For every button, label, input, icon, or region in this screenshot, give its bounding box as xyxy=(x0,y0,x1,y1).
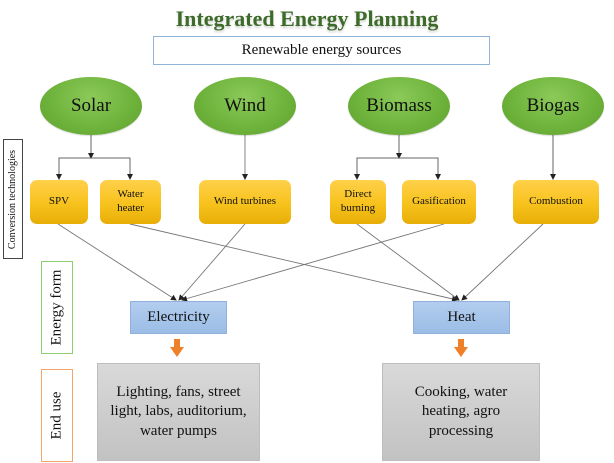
source-biogas: Biogas xyxy=(502,77,604,135)
source-biomass: Biomass xyxy=(348,77,450,135)
connector-water-heater-to-heat xyxy=(129,223,458,302)
down-arrow-icon xyxy=(454,339,468,357)
connector-biomass-to-direct-burning xyxy=(354,157,399,180)
tech-combustion: Combustion xyxy=(513,180,599,224)
side-label-conversion-technologies: Conversion technologies xyxy=(3,139,23,259)
side-label-end-use: End use xyxy=(41,369,73,462)
tech-label: Combustion xyxy=(529,195,583,208)
tech-water-heater: Water heater xyxy=(100,180,161,224)
tech-label: Direct burning xyxy=(340,188,376,214)
connector-combustion-to-heat xyxy=(461,223,544,301)
tech-label: SPV xyxy=(48,195,70,208)
side-label-text: End use xyxy=(48,391,65,440)
side-label-text: Energy form xyxy=(48,269,65,346)
connector-biomass-to-gasification xyxy=(399,157,441,180)
side-label-energy-form: Energy form xyxy=(41,261,73,354)
tech-spv: SPV xyxy=(30,180,88,224)
tech-label: Wind turbines xyxy=(213,195,277,208)
source-label: Biomass xyxy=(366,95,432,116)
source-label: Biogas xyxy=(526,95,580,116)
end-use-electricity: Lighting, fans, street light, labs, audi… xyxy=(97,363,260,461)
energy-form-electricity: Electricity xyxy=(130,301,227,334)
tech-gasification: Gasification xyxy=(402,180,476,224)
renewable-sources-label: Renewable energy sources xyxy=(241,42,402,58)
energy-form-heat: Heat xyxy=(413,301,510,334)
down-arrow-icon xyxy=(170,339,184,357)
source-wind: Wind xyxy=(194,77,296,135)
energy-form-label: Electricity xyxy=(147,309,210,325)
energy-form-label: Heat xyxy=(447,309,476,325)
side-label-text: Conversion technologies xyxy=(7,149,19,249)
connector-spv-to-electricity xyxy=(57,223,177,301)
tech-label: Gasification xyxy=(412,195,466,208)
tech-wind-turbines: Wind turbines xyxy=(199,180,291,224)
tech-direct-burning: Direct burning xyxy=(330,180,386,224)
connector-direct-burning-to-heat xyxy=(356,223,460,301)
tech-label: Water heater xyxy=(117,188,144,214)
connector-wind-turbines-to-electricity xyxy=(178,223,246,301)
diagram-title: Integrated Energy Planning xyxy=(175,6,439,31)
end-use-label: Cooking, water heating, agro processing xyxy=(414,384,508,439)
source-label: Solar xyxy=(70,95,112,116)
renewable-sources-header: Renewable energy sources xyxy=(153,36,490,65)
connector-solar-to-water-heater xyxy=(91,157,133,180)
connector-solar-to-spv xyxy=(56,157,91,180)
end-use-label: Lighting, fans, street light, labs, audi… xyxy=(110,384,247,439)
source-label: Wind xyxy=(224,95,266,116)
end-use-heat: Cooking, water heating, agro processing xyxy=(382,363,540,461)
source-solar: Solar xyxy=(40,77,142,135)
connector-gasification-to-electricity xyxy=(181,223,445,302)
